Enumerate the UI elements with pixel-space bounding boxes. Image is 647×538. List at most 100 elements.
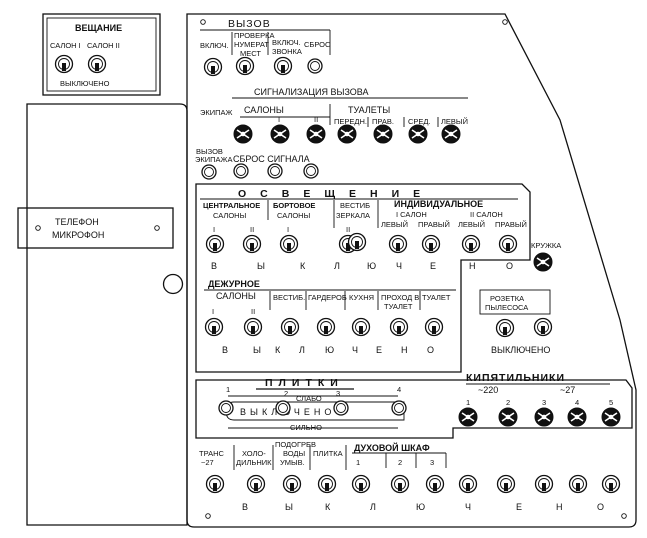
ind-left2-label: ЛЕВЫЙ — [458, 220, 485, 229]
oven2-toggle[interactable] — [390, 474, 410, 494]
boiler-num-4: 4 — [575, 398, 579, 407]
stove-toggle[interactable] — [317, 474, 337, 494]
boiler-lamp-1 — [458, 407, 478, 427]
signal-mid-label: СРЕД. — [408, 117, 431, 126]
reset-signal-button-1[interactable] — [233, 163, 249, 179]
crew-call-line1: ВЫЗОВ — [196, 147, 223, 156]
duty-off-letter-5: Ч — [352, 345, 358, 355]
lighting-off-letter-5: Ч — [396, 261, 402, 271]
duty-off-letter-6: Е — [376, 345, 382, 355]
heat-toggle[interactable] — [282, 474, 302, 494]
duty-kitchen-toggle[interactable] — [351, 317, 371, 337]
central-r2: II — [250, 225, 254, 234]
signal-salon2-num: II — [314, 115, 318, 124]
signal-lamp-front — [337, 124, 357, 144]
board-label: БОРТОВОЕ — [273, 201, 315, 210]
ind-s2-right-toggle[interactable] — [498, 234, 518, 254]
boiler-toggle-3[interactable] — [534, 474, 554, 494]
ind-s1-right-toggle[interactable] — [421, 234, 441, 254]
reset-signal-button-2[interactable] — [267, 163, 283, 179]
board-r2: II — [346, 225, 350, 234]
duty-wardrobe-toggle[interactable] — [316, 317, 336, 337]
broadcast-salon2-toggle[interactable] — [87, 54, 107, 74]
broadcast-salon1-label: САЛОН I — [50, 41, 81, 50]
vacuum-toggle-1[interactable] — [495, 318, 515, 338]
oven1-toggle[interactable] — [351, 474, 371, 494]
stove-button-1[interactable] — [218, 400, 234, 416]
signal-right-label: ПРАВ. — [372, 117, 394, 126]
vacuum-toggle-2[interactable] — [533, 317, 553, 337]
duty-kitchen-label: КУХНЯ — [349, 293, 374, 302]
fridge-line2: ДИЛЬНИК — [236, 458, 272, 467]
fridge-toggle[interactable] — [246, 474, 266, 494]
signal-lamp-salon1 — [270, 124, 290, 144]
bottom-off-letter-4: Ю — [416, 502, 425, 512]
oven-num-1: 1 — [356, 458, 360, 467]
lighting-off-letter-7: Н — [469, 261, 476, 271]
signal-crew-label: ЭКИПАЖ — [200, 108, 233, 117]
stove-num-4: 4 — [397, 385, 401, 394]
oven-num-2: 2 — [398, 458, 402, 467]
signal-toilets-label: ТУАЛЕТЫ — [348, 105, 390, 115]
central-label: ЦЕНТРАЛЬНОЕ — [203, 201, 260, 210]
boiler-toggle-1[interactable] — [458, 474, 478, 494]
duty-passage-toggle[interactable] — [389, 317, 409, 337]
duty-off-letter-8: О — [427, 345, 434, 355]
individual-label: ИНДИВИДУАЛЬНОЕ — [394, 199, 483, 209]
stove-label: ПЛИТКА — [313, 449, 343, 458]
board-salon1-toggle[interactable] — [279, 234, 299, 254]
central-salon2-toggle[interactable] — [242, 234, 262, 254]
stove-num-1: 1 — [226, 385, 230, 394]
oven3-toggle[interactable] — [425, 474, 445, 494]
bottom-off-letters: В Ы К Л Ю Ч Е Н О — [242, 502, 604, 512]
central-r1: I — [213, 225, 215, 234]
vestib-mirror-toggle[interactable] — [347, 232, 367, 252]
lighting-off-letter-6: Е — [430, 261, 436, 271]
crew-call-button[interactable] — [201, 164, 217, 180]
boiler-toggle-2[interactable] — [496, 474, 516, 494]
duty-salon1-toggle[interactable] — [204, 317, 224, 337]
signal-left-label: ЛЕВЫЙ — [441, 117, 468, 126]
lighting-off-letter-4: Ю — [367, 261, 376, 271]
ind-s1-left-toggle[interactable] — [388, 234, 408, 254]
heat-line3: УМЫВ. — [280, 458, 305, 467]
central-salon1-toggle[interactable] — [205, 234, 225, 254]
trans-toggle[interactable] — [205, 474, 225, 494]
vacuum-off-label: ВЫКЛЮЧЕНО — [491, 345, 550, 355]
phone-plate — [17, 207, 174, 249]
duty-passage-line1: ПРОХОД В — [381, 293, 419, 302]
boiler-toggle-4[interactable] — [568, 474, 588, 494]
ind-s2-left-toggle[interactable] — [461, 234, 481, 254]
call-on-toggle[interactable] — [203, 57, 223, 77]
stove-button-4[interactable] — [391, 400, 407, 416]
bottom-off-letter-8: О — [597, 502, 604, 512]
duty-vestib-label: ВЕСТИБ. — [273, 293, 305, 302]
central-salons-label: САЛОНЫ — [213, 211, 247, 220]
boiler-toggle-5[interactable] — [601, 474, 621, 494]
mug-label: КРУЖКА — [531, 241, 561, 250]
boiler-num-1: 1 — [466, 398, 470, 407]
stoves-title: ПЛИТКИ — [265, 377, 344, 389]
duty-vestib-toggle[interactable] — [280, 317, 300, 337]
reset-signal-button-3[interactable] — [303, 163, 319, 179]
call-reset-button[interactable] — [307, 58, 323, 74]
stove-button-2[interactable] — [275, 400, 291, 416]
call-bell-line2: ЗВОНКА — [272, 47, 302, 56]
signal-lamp-crew — [233, 124, 253, 144]
stove-num-2: 2 — [284, 389, 288, 398]
screws — [35, 19, 627, 519]
lighting-off-letter-3: Л — [334, 261, 340, 271]
vacuum-line2: ПЫЛЕСОСА — [485, 303, 528, 312]
call-bell-toggle[interactable] — [273, 56, 293, 76]
broadcast-salon1-toggle[interactable] — [54, 54, 74, 74]
stove-button-3[interactable] — [333, 400, 349, 416]
duty-title: ДЕЖУРНОЕ — [208, 279, 260, 289]
duty-toilet-toggle[interactable] — [424, 317, 444, 337]
trans-line2: ~27 — [201, 458, 214, 467]
call-check-toggle[interactable] — [235, 56, 255, 76]
duty-salon2-toggle[interactable] — [243, 317, 263, 337]
phone-line2: МИКРОФОН — [52, 230, 104, 240]
broadcast-title: ВЕЩАНИЕ — [75, 23, 122, 33]
heat-line2: ВОДЫ — [283, 449, 306, 458]
duty-off-letter-2: К — [275, 345, 281, 355]
